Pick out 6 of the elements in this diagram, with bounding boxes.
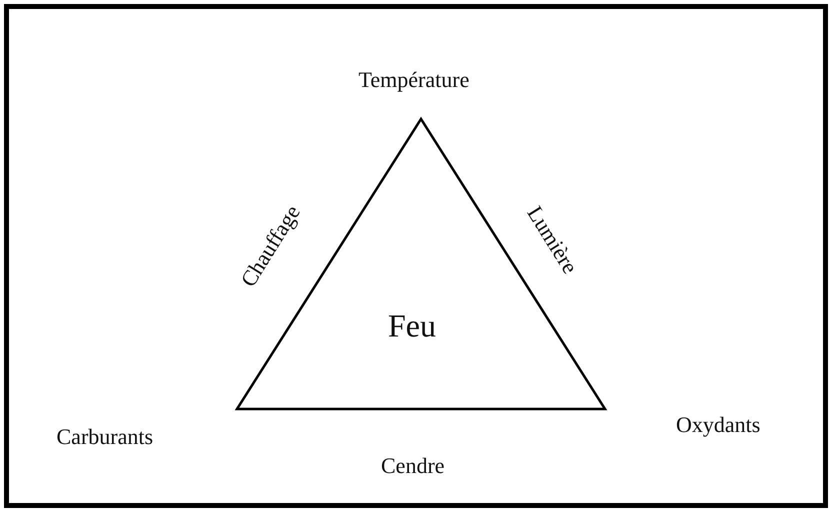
corner-label: Température <box>358 67 470 93</box>
center-label: Feu <box>388 308 436 344</box>
corner-label: Carburants <box>56 424 154 450</box>
corner-label: Cendre <box>381 453 445 479</box>
triangle <box>236 118 606 410</box>
corner-label: Oxydants <box>676 412 760 438</box>
